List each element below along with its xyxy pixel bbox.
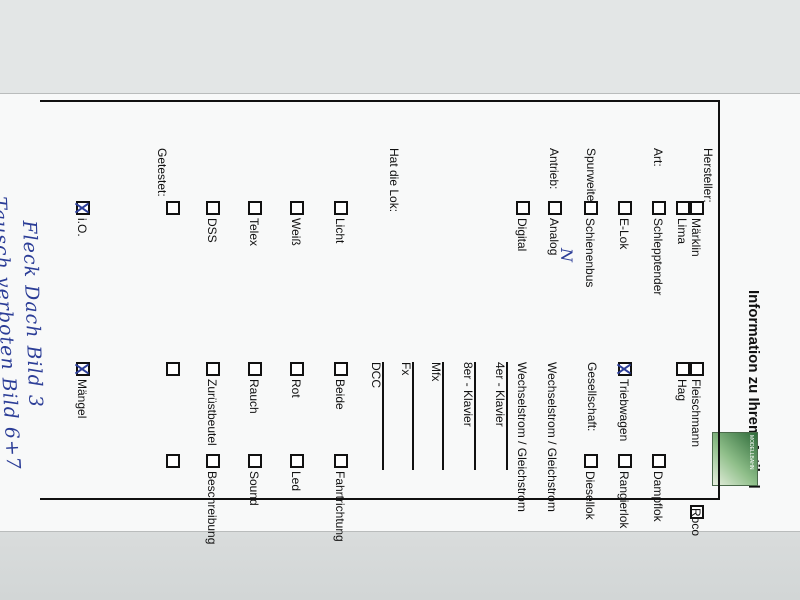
label-lima: Lima: [675, 218, 689, 245]
checkbox-e-lok[interactable]: [618, 201, 632, 215]
label-mfx: Mfx: [429, 362, 443, 382]
label-wechselstrom-2: Wechselstrom / Gleichstrom: [515, 362, 529, 512]
checkbox-schlepptender[interactable]: [652, 201, 666, 215]
checkbox-led[interactable]: [290, 454, 304, 468]
label-zuruestbeutel: Zurüstbeutel: [205, 379, 219, 446]
logo-text: MODELLBAHN: [748, 435, 754, 470]
frame-left: [40, 100, 720, 102]
label-fleischmann: Fleischmann: [689, 379, 703, 448]
label-digital: Digital: [515, 218, 529, 252]
checkbox-rangierlok[interactable]: [618, 454, 632, 468]
label-analog: Analog: [547, 218, 561, 256]
checkbox-analog[interactable]: [548, 201, 562, 215]
label-antrieb: Antrieb:: [547, 148, 561, 190]
label-diesellok: Diesellok: [583, 471, 597, 520]
label-spurweite: Spurweite:: [584, 148, 598, 205]
checkbox-schienenbus[interactable]: [584, 201, 598, 215]
checkbox-io[interactable]: [76, 201, 90, 215]
checkbox-lima[interactable]: [676, 201, 690, 215]
label-dampflok: Dampflok: [651, 471, 665, 522]
label-4er-klavier: 4er - Klavier: [493, 362, 507, 427]
label-rangierlok: Rangierlok: [617, 471, 631, 529]
frame-top: [718, 100, 720, 500]
label-hag: Hag: [675, 379, 689, 402]
label-rot: Rot: [289, 379, 303, 398]
label-hersteller: Hersteller:: [701, 148, 715, 203]
label-maerklin: Märklin: [689, 218, 703, 257]
decoder-line-fx: [412, 362, 414, 470]
checkbox-zuruestbeutel[interactable]: [206, 362, 220, 376]
checkbox-dss[interactable]: [206, 201, 220, 215]
checkbox-digital[interactable]: [516, 201, 530, 215]
checkbox-diesellok[interactable]: [584, 454, 598, 468]
checkbox-rot[interactable]: [290, 362, 304, 376]
checkbox-beschreibung[interactable]: [206, 454, 220, 468]
checkbox-extra-2[interactable]: [166, 362, 180, 376]
label-schlepptender: Schlepptender: [651, 218, 665, 296]
label-weiss: Weiß: [289, 218, 303, 246]
label-beide: Beide: [333, 379, 347, 410]
checkbox-licht[interactable]: [334, 201, 348, 215]
label-e-lok: E-Lok: [617, 218, 631, 250]
checkbox-hag[interactable]: [676, 362, 690, 376]
checkbox-beide[interactable]: [334, 362, 348, 376]
label-getestet: Getestet:: [155, 148, 169, 197]
checkbox-rauch[interactable]: [248, 362, 262, 376]
article-info-form: Information zu Ihrem Artikel MODELLBAHN …: [0, 100, 780, 544]
label-roco: Roco: [689, 508, 703, 537]
label-licht: Licht: [333, 218, 347, 244]
label-io: i.O.: [75, 218, 89, 237]
checkbox-dampflok[interactable]: [652, 454, 666, 468]
label-schienenbus: Schienenbus: [583, 218, 597, 288]
checkbox-fleischmann[interactable]: [690, 362, 704, 376]
checkbox-telex[interactable]: [248, 201, 262, 215]
checkbox-maerklin[interactable]: [690, 201, 704, 215]
label-fahrtrichtung: Fahrtrichtung: [333, 471, 347, 542]
label-maengel: Mängel: [75, 379, 89, 419]
label-sound: Sound: [247, 471, 261, 506]
checkbox-triebwagen[interactable]: [618, 362, 632, 376]
label-fx: Fx: [399, 362, 413, 376]
label-8er-klavier: 8er - Klavier: [461, 362, 475, 427]
label-led: Led: [289, 471, 303, 492]
label-dcc: DCC: [369, 362, 383, 388]
label-art: Art:: [651, 148, 665, 167]
checkbox-weiss[interactable]: [290, 201, 304, 215]
label-rauch: Rauch: [247, 379, 261, 414]
checkbox-sound[interactable]: [248, 454, 262, 468]
label-beschreibung: Beschreibung: [205, 471, 219, 545]
label-telex: Telex: [247, 218, 261, 247]
label-wechselstrom-1: Wechselstrom / Gleichstrom: [545, 362, 559, 512]
checkbox-maengel[interactable]: [76, 362, 90, 376]
label-gesellschaft: Gesellschaft:: [585, 362, 599, 432]
label-hat-die-lok: Hat die Lok:: [387, 148, 401, 213]
label-dss: DSS: [205, 218, 219, 243]
label-triebwagen: Triebwagen: [617, 379, 631, 442]
checkbox-extra-3[interactable]: [166, 454, 180, 468]
checkbox-extra-1[interactable]: [166, 201, 180, 215]
checkbox-fahrtrichtung[interactable]: [334, 454, 348, 468]
form-sheet: [0, 93, 800, 532]
